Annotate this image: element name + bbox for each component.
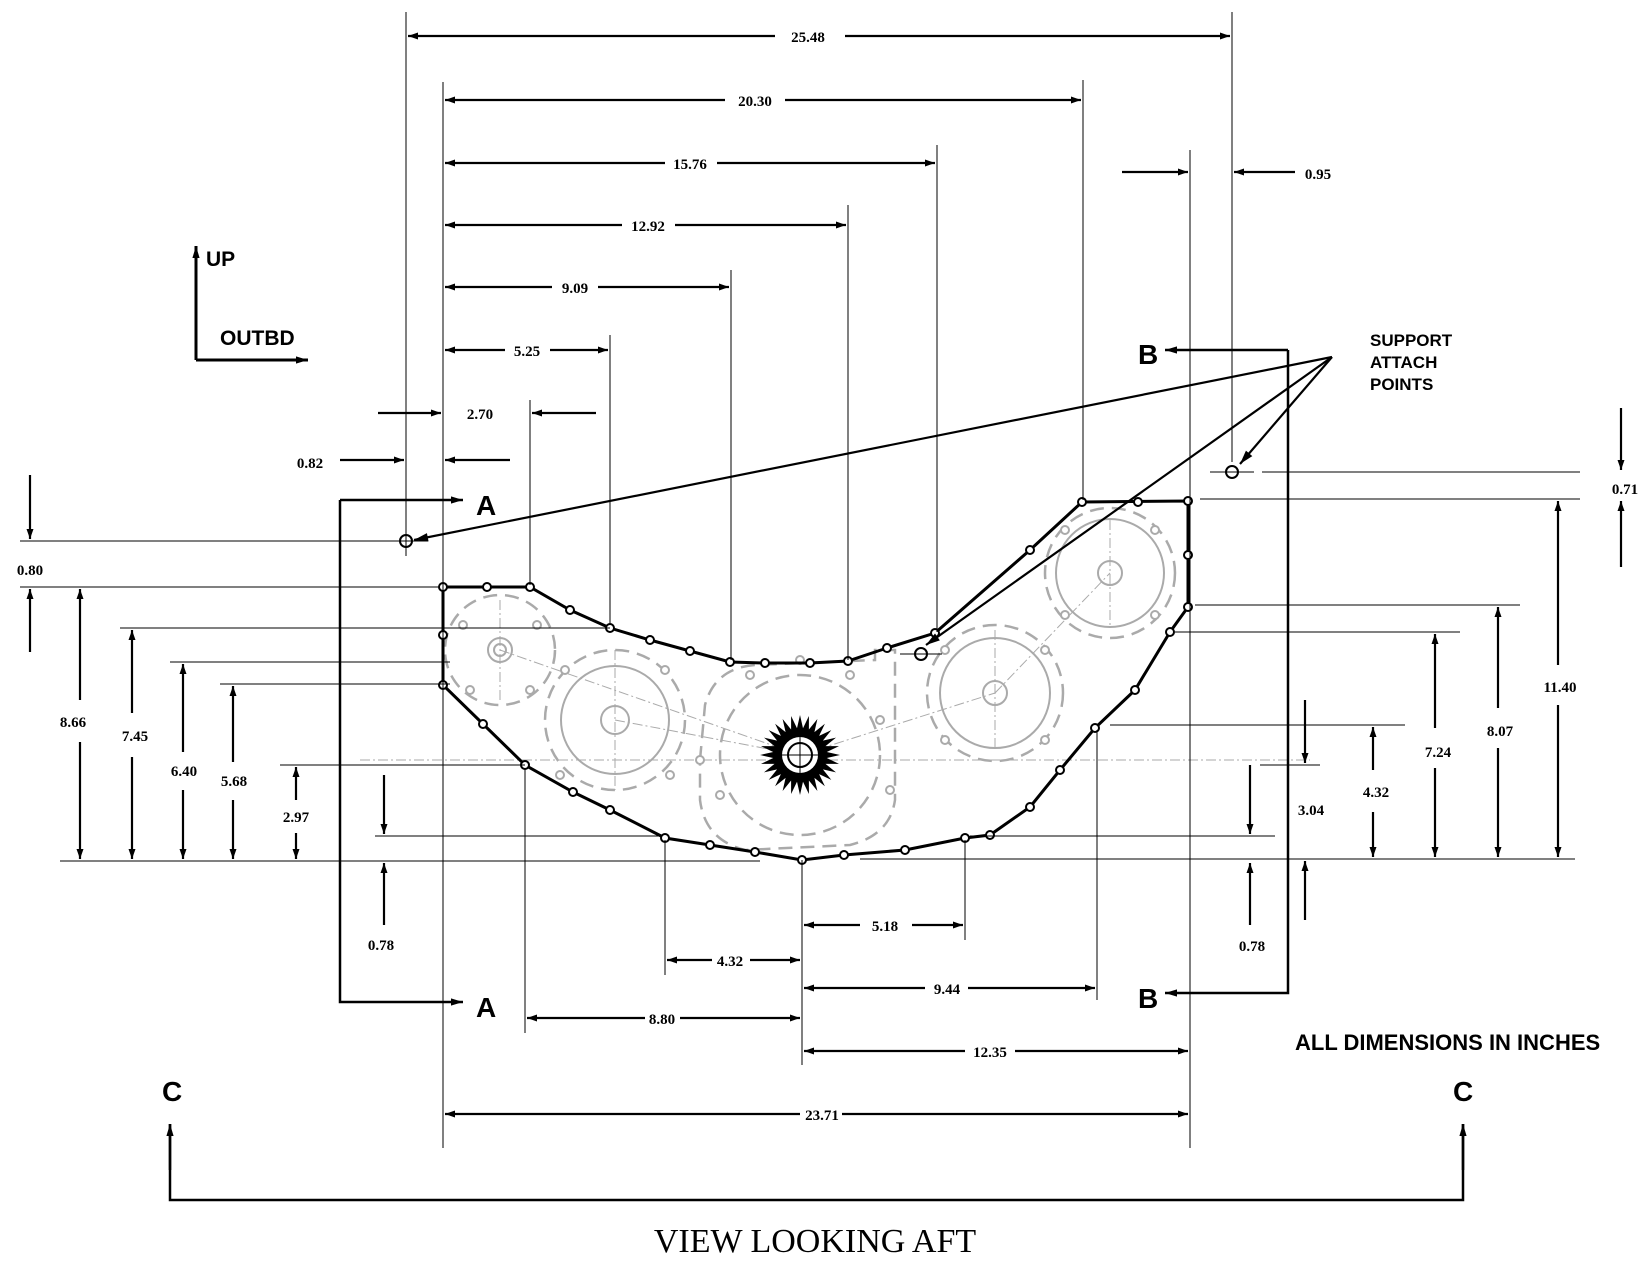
orientation-labels: UP OUTBD: [206, 248, 295, 350]
fastener-hole: [605, 805, 615, 815]
extension-lines: [20, 12, 1580, 1148]
dim-0-71: 0.71: [1612, 482, 1638, 498]
section-b-bottom-label: B: [1138, 983, 1158, 1014]
dim-0-78-right: 0.78: [1239, 939, 1265, 955]
section-c-right-label: C: [1453, 1076, 1473, 1107]
dim-0-82: 0.82: [297, 456, 323, 472]
units-note: ALL DIMENSIONS IN INCHES: [1295, 1030, 1600, 1055]
outbd-label: OUTBD: [220, 327, 295, 350]
section-c-left-label: C: [162, 1076, 182, 1107]
fastener-hole: [1183, 496, 1193, 506]
fastener-hole: [985, 830, 995, 840]
callout-line-1: SUPPORT: [1370, 331, 1453, 350]
dim-5-68: 5.68: [221, 774, 247, 790]
dim-7-24: 7.24: [1425, 745, 1452, 761]
fastener-hole: [1130, 685, 1140, 695]
section-labels: A A B B C C: [162, 339, 1473, 1107]
fastener-hole: [705, 840, 715, 850]
fastener-hole: [760, 658, 770, 668]
dim-4-32-right: 4.32: [1363, 785, 1389, 801]
fastener-hole: [568, 787, 578, 797]
fastener-hole: [900, 845, 910, 855]
support-attach-callout: SUPPORT ATTACH POINTS: [1370, 331, 1453, 394]
dimension-labels: 25.48 20.30 15.76 12.92 9.09 5.25 2.70 0…: [17, 30, 1638, 1124]
dim-0-95: 0.95: [1305, 167, 1331, 183]
dim-7-45: 7.45: [122, 729, 148, 745]
dim-8-66: 8.66: [60, 715, 87, 731]
support-attach-point-right: [1210, 465, 1254, 479]
dim-5-25: 5.25: [514, 344, 540, 360]
fastener-hole: [1090, 723, 1100, 733]
dim-11-40: 11.40: [1544, 680, 1577, 696]
dim-23-71: 23.71: [805, 1108, 839, 1124]
fastener-hole: [1133, 497, 1143, 507]
fastener-hole: [565, 605, 575, 615]
section-cut-lines: [166, 346, 1467, 1202]
vertical-dimensions: [26, 408, 1625, 925]
dim-6-40: 6.40: [171, 764, 197, 780]
dim-25-48: 25.48: [791, 30, 825, 46]
fastener-hole: [882, 643, 892, 653]
fastener-hole: [1077, 497, 1087, 507]
support-attach-point-center: [900, 647, 942, 661]
dim-4-32-bottom: 4.32: [717, 954, 743, 970]
orientation-axes: [192, 246, 308, 364]
fastener-hole: [478, 719, 488, 729]
dim-12-35: 12.35: [973, 1045, 1007, 1061]
dim-8-07: 8.07: [1487, 724, 1514, 740]
section-a-top-label: A: [476, 490, 496, 521]
fastener-hole: [1165, 627, 1175, 637]
fastener-hole: [1025, 545, 1035, 555]
internal-gear-layout: [360, 506, 1310, 852]
dim-0-80: 0.80: [17, 563, 43, 579]
callout-line-2: ATTACH: [1370, 353, 1437, 372]
dim-8-80: 8.80: [649, 1012, 675, 1028]
horizontal-dimensions: [340, 32, 1295, 1118]
dim-9-44: 9.44: [934, 982, 961, 998]
dim-3-04: 3.04: [1298, 803, 1325, 819]
dim-0-78-left: 0.78: [368, 938, 394, 954]
view-title: VIEW LOOKING AFT: [654, 1223, 977, 1260]
fastener-hole: [1025, 802, 1035, 812]
dim-5-18: 5.18: [872, 919, 898, 935]
fastener-hole: [805, 658, 815, 668]
fastener-hole: [685, 646, 695, 656]
fastener-hole: [839, 850, 849, 860]
fastener-hole: [1183, 550, 1193, 560]
dim-2-70: 2.70: [467, 407, 493, 423]
fastener-hole: [645, 635, 655, 645]
fastener-hole: [725, 657, 735, 667]
housing-outline: [438, 496, 1193, 865]
fastener-hole: [482, 582, 492, 592]
star-gear-icon: [760, 715, 840, 795]
section-b-top-label: B: [1138, 339, 1158, 370]
fastener-hole: [1183, 602, 1193, 612]
fastener-hole: [750, 847, 760, 857]
dim-20-30: 20.30: [738, 94, 772, 110]
section-a-bottom-label: A: [476, 992, 496, 1023]
dim-9-09: 9.09: [562, 281, 588, 297]
support-attach-leaders: [413, 355, 1333, 646]
fastener-hole: [1055, 765, 1065, 775]
up-label: UP: [206, 248, 235, 271]
dim-15-76: 15.76: [673, 157, 707, 173]
dim-2-97: 2.97: [283, 810, 310, 826]
callout-line-3: POINTS: [1370, 375, 1433, 394]
dim-12-92: 12.92: [631, 219, 665, 235]
